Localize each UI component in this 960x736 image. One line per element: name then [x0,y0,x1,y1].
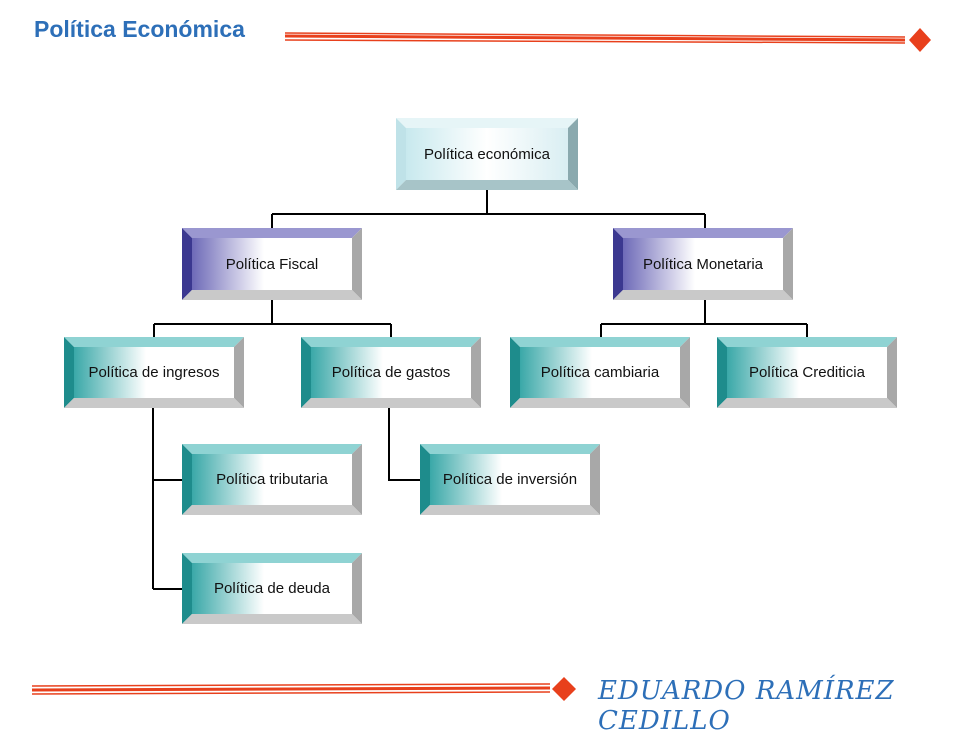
node-politica-fiscal: Política Fiscal [182,228,362,300]
node-label: Política económica [424,145,550,163]
node-label: Política de inversión [442,471,578,488]
page-title: Política Económica [34,16,245,42]
footer-stripe [31,677,576,701]
node-label: Política Fiscal [225,255,319,273]
footer-diamond-icon [552,677,576,701]
node-label: Política Monetaria [642,255,764,273]
node-politica-de-gastos: Política de gastos [301,337,481,408]
node-politica-tributaria: Política tributaria [182,444,362,515]
decorative-stripes [31,28,931,701]
node-politica-monetaria: Política Monetaria [613,228,793,300]
node-label: Política de ingresos [88,364,220,381]
node-politica-de-deuda: Política de deuda [182,553,362,624]
node-politica-de-inversion: Política de inversión [420,444,600,515]
node-label: Política cambiaria [540,364,660,381]
node-label: Política de deuda [214,580,330,597]
node-label: Política tributaria [216,471,328,488]
node-label: Política Crediticia [749,364,865,381]
connectors [152,190,808,590]
header-stripe [284,28,931,52]
node-label: Política de gastos [331,364,451,381]
node-politica-economica: Política económica [396,118,578,190]
header-diamond-icon [909,28,931,52]
node-politica-cambiaria: Política cambiaria [510,337,690,408]
author-signature: EDUARDO RAMÍREZ CEDILLO [598,676,895,736]
node-politica-crediticia: Política Crediticia [717,337,897,408]
node-politica-de-ingresos: Política de ingresos [64,337,244,408]
